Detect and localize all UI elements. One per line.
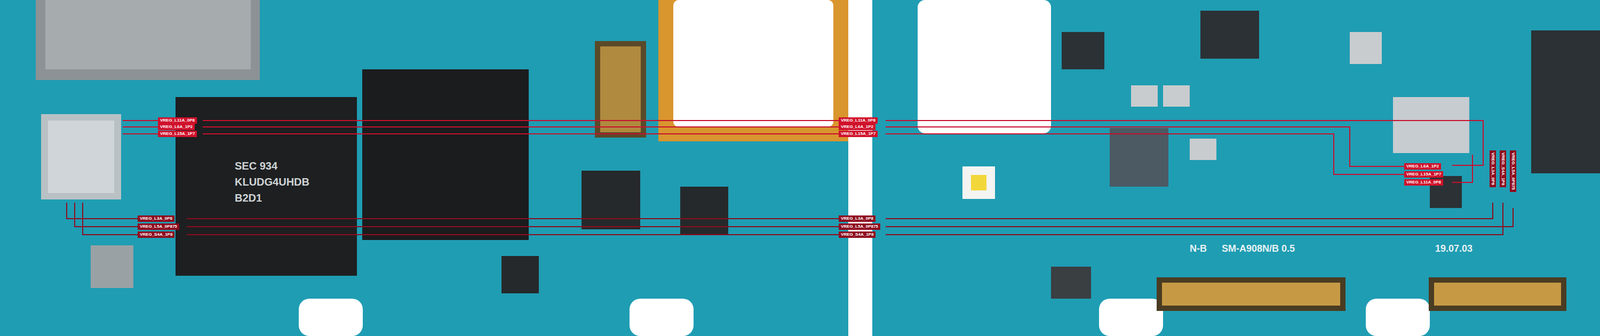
signal-label: VREG_L11A_0P8 <box>157 117 197 124</box>
silkscreen-text: N-B <box>1189 243 1207 255</box>
signal-label: VREG_L6A_1P2 <box>1404 163 1442 170</box>
silkscreen-text: 19.07.03 <box>1435 243 1473 255</box>
signal-label: VREG_L15A_1P7 <box>157 130 197 138</box>
silkscreen-text: SM-A908N/B 0.5 <box>1221 243 1295 255</box>
signal-label: VREG_L5A_0P875 <box>838 223 881 230</box>
signal-label: VREG_L11A_0P8 <box>838 117 878 124</box>
signal-label: VREG_L3A_0P8 <box>838 215 876 222</box>
signal-label: VREG_S4A_1P8 <box>1499 150 1507 188</box>
signal-label: VREG_S4A_1P8 <box>137 231 175 238</box>
signal-label: VREG_L15A_1P7 <box>1404 171 1444 178</box>
signal-label: VREG_L15A_1P7 <box>838 130 878 138</box>
signal-label: VREG_L5A_0P875 <box>137 223 180 230</box>
signal-label: VREG_L6A_1P2 <box>157 123 195 131</box>
chip-marking: B2D1 <box>234 192 262 205</box>
chip-marking: KLUDG4UHDB <box>234 176 310 189</box>
signal-label: VREG_L3A_0P8 <box>137 215 175 222</box>
signal-label: VREG_L6A_1P2 <box>838 123 876 131</box>
signal-label: VREG_S4A_1P8 <box>838 231 876 238</box>
signal-label: VREG_L3A_0P8 <box>1489 150 1496 188</box>
signal-label: VREG_L5A_0P875 <box>1509 150 1517 193</box>
signal-label: VREG_L11A_0P8 <box>1404 179 1444 186</box>
chip-marking: SEC 934 <box>234 160 278 173</box>
